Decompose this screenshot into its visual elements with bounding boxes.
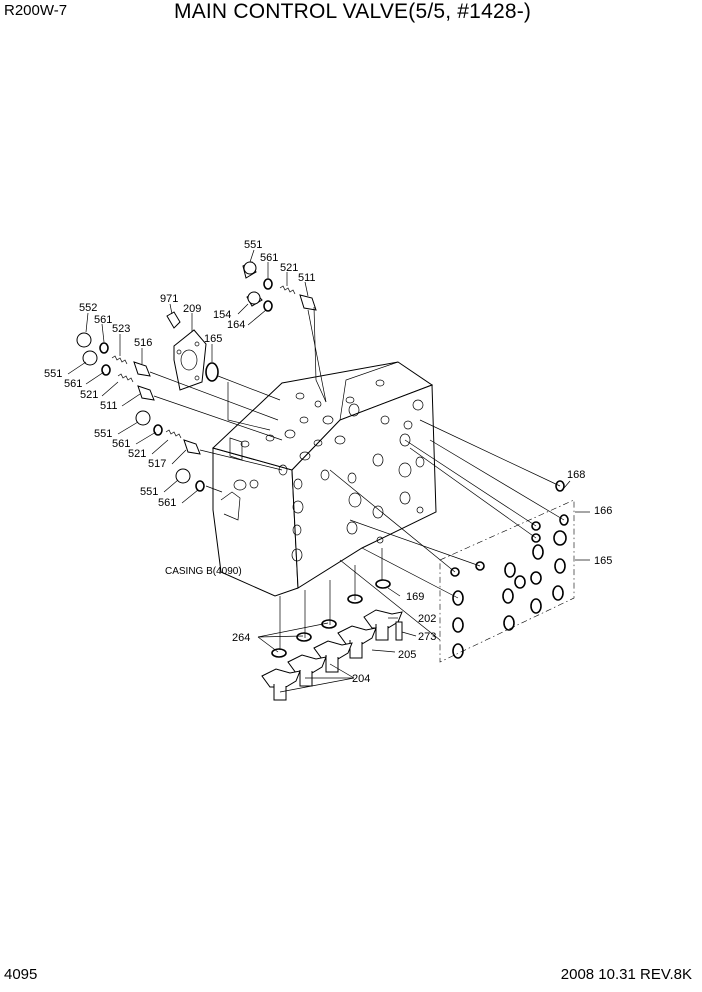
part-labels: 551 561 521 511 154 164 971 209 165 552 … xyxy=(44,239,612,685)
left-plug-stack-1 xyxy=(76,332,279,421)
label-551-d: 551 xyxy=(140,486,158,498)
label-154: 154 xyxy=(213,309,231,321)
label-561-top: 561 xyxy=(260,252,278,264)
label-165-right: 165 xyxy=(594,555,612,567)
label-551-b: 551 xyxy=(44,368,62,380)
top-plug-assembly xyxy=(242,261,327,403)
cover-plate-209 xyxy=(166,311,281,431)
label-517: 517 xyxy=(148,458,166,470)
label-168: 168 xyxy=(567,469,585,481)
valve-casing xyxy=(212,361,437,597)
seal-plate-outline xyxy=(439,499,575,663)
label-164: 164 xyxy=(227,319,245,331)
label-leaders xyxy=(67,249,571,637)
label-511-top: 511 xyxy=(298,272,316,284)
model-code: R200W-7 xyxy=(4,2,68,19)
label-561-b: 561 xyxy=(64,378,82,390)
label-561-d: 561 xyxy=(158,497,176,509)
left-plug-stack-2 xyxy=(82,350,283,441)
leader-lines-right xyxy=(329,419,590,641)
label-202: 202 xyxy=(418,613,436,625)
label-209: 209 xyxy=(183,303,201,315)
left-plug-stack-3 xyxy=(135,410,283,471)
bottom-flanges xyxy=(257,548,403,701)
label-273: 273 xyxy=(418,631,436,643)
label-561-a: 561 xyxy=(94,314,112,326)
revision-stamp: 2008 10.31 REV.8K xyxy=(560,966,692,983)
label-521-c: 521 xyxy=(128,448,146,460)
label-521-b: 521 xyxy=(80,389,98,401)
label-165-plate: 165 xyxy=(204,333,222,345)
label-552: 552 xyxy=(79,302,97,314)
page-number: 4095 xyxy=(4,966,38,983)
left-plug-stack-4 xyxy=(175,468,223,493)
label-521-top: 521 xyxy=(280,262,298,274)
label-516: 516 xyxy=(134,337,152,349)
label-166: 166 xyxy=(594,505,612,517)
label-551-top: 551 xyxy=(244,239,262,251)
label-523: 523 xyxy=(112,323,130,335)
casing-label: CASING B(4090) xyxy=(165,566,242,577)
label-204: 204 xyxy=(352,673,370,685)
label-561-c: 561 xyxy=(112,438,130,450)
oring-group-right xyxy=(450,480,569,659)
label-511-b: 511 xyxy=(100,400,118,412)
label-971: 971 xyxy=(160,293,178,305)
label-551-c: 551 xyxy=(94,428,112,440)
label-264: 264 xyxy=(232,632,250,644)
page-title: MAIN CONTROL VALVE(5/5, #1428-) xyxy=(174,0,532,23)
label-169: 169 xyxy=(406,591,424,603)
label-205: 205 xyxy=(398,649,416,661)
